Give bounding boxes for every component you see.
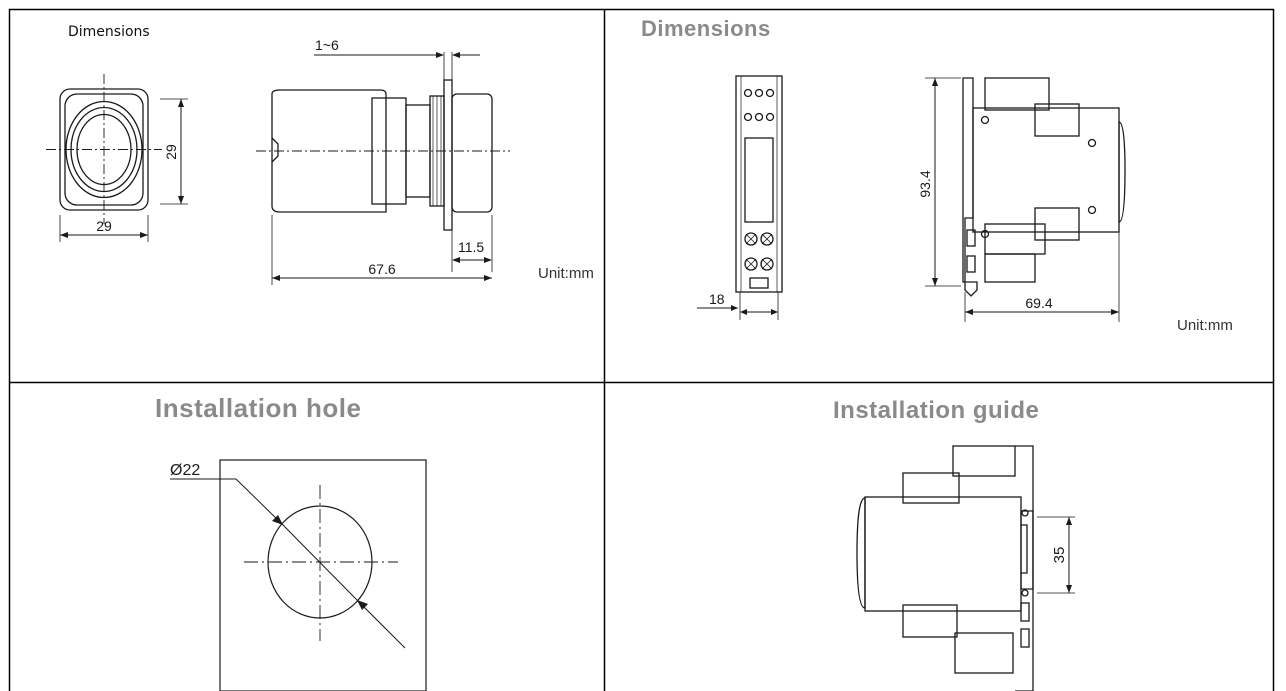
installation-hole-title: Installation hole — [155, 393, 362, 423]
dim-bezel-depth: 11.5 — [458, 239, 484, 255]
dim-panel-range: 1~6 — [315, 37, 339, 53]
dim-relay-depth: 69.4 — [1025, 295, 1052, 311]
button-dimensions-panel: Dimensions — [10, 10, 604, 382]
dim-relay-height: 93.4 — [917, 170, 933, 197]
push-button-drawing: 29 29 1~6 11.5 67.6 Unit:mm — [46, 37, 594, 285]
hole-diameter: Ø22 — [170, 462, 200, 479]
dim-rail-height: 35 — [1051, 547, 1068, 564]
relay-unit-label: Unit:mm — [1177, 317, 1233, 334]
installation-hole-panel: Installation hole Ø22 — [10, 383, 604, 691]
dim-relay-width: 18 — [709, 291, 725, 307]
relay-dimensions-panel: Dimensions — [605, 10, 1273, 382]
din-rail-mounting-drawing: 35 — [856, 445, 1075, 691]
installation-guide-title: Installation guide — [833, 397, 1040, 424]
button-dimensions-title: Dimensions — [68, 24, 150, 40]
dim-total-length: 67.6 — [368, 261, 395, 277]
unit-label: Unit:mm — [538, 265, 594, 282]
din-relay-drawing: 18 93.4 69.4 Unit:mm — [697, 75, 1233, 334]
dim-front-height: 29 — [163, 144, 179, 160]
relay-dimensions-title: Dimensions — [641, 16, 771, 41]
dim-front-width: 29 — [96, 218, 112, 234]
installation-guide-panel: Installation guide 35 — [605, 383, 1273, 691]
mounting-hole-drawing: Ø22 — [170, 459, 427, 691]
